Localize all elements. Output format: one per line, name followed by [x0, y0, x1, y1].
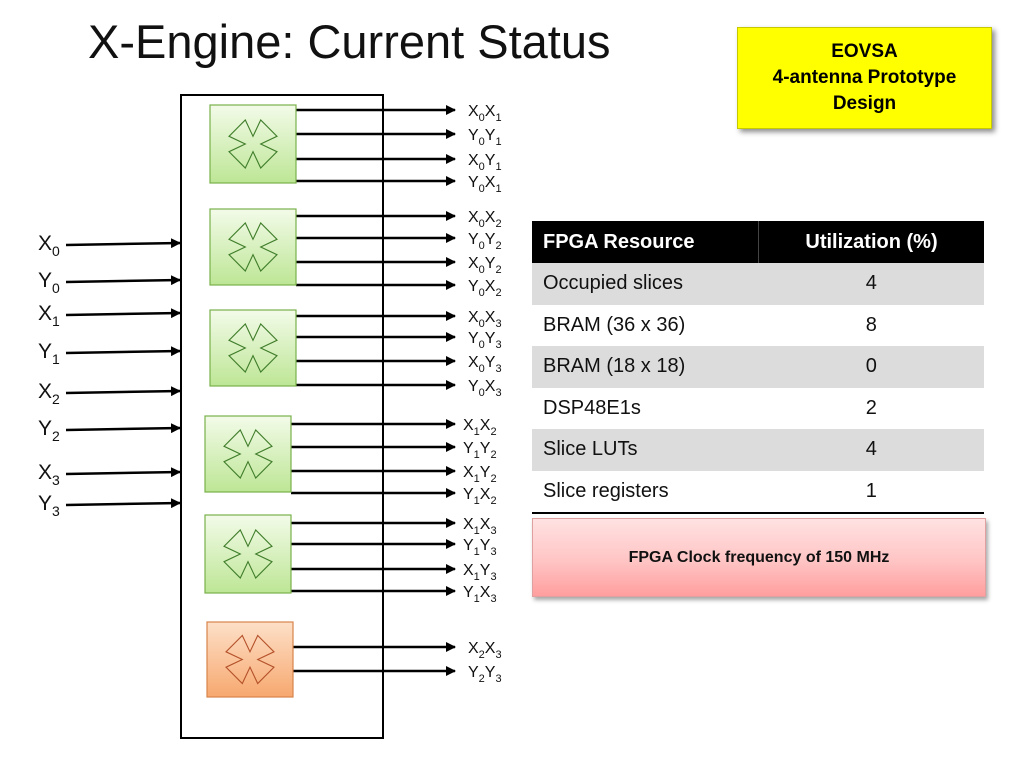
- multiply-icon: [223, 429, 273, 479]
- correlator-box: [209, 309, 297, 387]
- output-label: Y0Y2: [468, 231, 502, 252]
- correlator-block: [209, 309, 297, 387]
- badge-line: EOVSA: [831, 41, 898, 62]
- multiply-icon: [228, 323, 278, 373]
- input-label: Y1: [38, 340, 60, 367]
- input-arrow: [65, 308, 181, 319]
- resource-cell: Slice LUTs: [532, 429, 759, 471]
- output-label: X1X2: [463, 417, 497, 438]
- utilization-cell: 2: [758, 387, 984, 429]
- input-arrow: [65, 467, 181, 478]
- resource-cell: DSP48E1s: [532, 387, 759, 429]
- correlator-box: [209, 104, 297, 184]
- table-row: DSP48E1s 2: [532, 387, 984, 429]
- output-label: X1Y2: [463, 464, 497, 485]
- input-label: Y3: [38, 492, 60, 519]
- badge-line: Design: [832, 93, 897, 114]
- input-arrow: [65, 346, 181, 357]
- correlator-block: [206, 621, 294, 698]
- clock-frequency-note: FPGA Clock frequency of 150 MHz: [532, 518, 986, 597]
- fpga-resource-table: FPGA Resource Utilization (%) Occupied s…: [532, 221, 984, 514]
- input-label: X1: [38, 302, 60, 329]
- output-label: Y1X2: [463, 486, 497, 507]
- utilization-cell: 4: [758, 263, 984, 305]
- correlator-block: [204, 514, 292, 594]
- input-label: Y0: [38, 269, 60, 296]
- resource-cell: Occupied slices: [532, 263, 759, 305]
- badge-line: 4-antenna Prototype: [772, 67, 957, 88]
- multiply-icon: [225, 634, 275, 685]
- input-arrow: [65, 423, 181, 434]
- output-label: X1Y3: [463, 562, 497, 583]
- output-label: Y0X2: [468, 278, 502, 299]
- table-row: Occupied slices 4: [532, 263, 984, 305]
- resource-cell: Slice registers: [532, 470, 759, 513]
- slide-title: X-Engine: Current Status: [88, 15, 611, 68]
- multiply-icon: [228, 119, 278, 169]
- correlator-box: [204, 514, 292, 594]
- resource-cell: BRAM (36 x 36): [532, 304, 759, 346]
- table-row: BRAM (36 x 36) 8: [532, 304, 984, 346]
- output-label: Y2Y3: [468, 664, 502, 685]
- input-arrow: [65, 498, 181, 509]
- output-label: X0Y1: [468, 152, 502, 173]
- output-label: Y0Y3: [468, 330, 502, 351]
- x-engine-frame: [180, 94, 384, 739]
- output-label: Y1X3: [463, 584, 497, 605]
- output-label: Y1Y3: [463, 537, 497, 558]
- column-header-resource: FPGA Resource: [532, 221, 759, 263]
- utilization-cell: 8: [758, 304, 984, 346]
- output-label: X0X2: [468, 209, 502, 230]
- output-label: Y0X3: [468, 378, 502, 399]
- multiply-icon: [228, 222, 278, 272]
- correlator-block: [209, 104, 297, 184]
- utilization-cell: 1: [758, 470, 984, 513]
- output-label: X0Y3: [468, 354, 502, 375]
- correlator-box: [204, 415, 292, 493]
- input-label: X0: [38, 232, 60, 259]
- correlator-box: [209, 208, 297, 286]
- input-label: Y2: [38, 417, 60, 444]
- output-label: X0X1: [468, 103, 502, 124]
- output-label: Y1Y2: [463, 440, 497, 461]
- input-arrow: [65, 275, 181, 286]
- column-header-utilization: Utilization (%): [758, 221, 984, 263]
- table-row: BRAM (18 x 18) 0: [532, 346, 984, 388]
- resource-cell: BRAM (18 x 18): [532, 346, 759, 388]
- output-label: X0Y2: [468, 255, 502, 276]
- design-badge: EOVSA 4-antenna Prototype Design: [737, 27, 992, 129]
- correlator-block: [204, 415, 292, 493]
- table-row: Slice registers 1: [532, 470, 984, 513]
- input-arrow: [65, 238, 181, 249]
- multiply-icon: [223, 529, 273, 579]
- output-label: Y0X1: [468, 174, 502, 195]
- correlator-box: [206, 621, 294, 698]
- utilization-cell: 0: [758, 346, 984, 388]
- correlator-block: [209, 208, 297, 286]
- output-label: X2X3: [468, 640, 502, 661]
- table-row: Slice LUTs 4: [532, 429, 984, 471]
- utilization-cell: 4: [758, 429, 984, 471]
- output-label: Y0Y1: [468, 127, 502, 148]
- output-label: X1X3: [463, 516, 497, 537]
- input-label: X2: [38, 380, 60, 407]
- input-arrow: [65, 386, 181, 397]
- input-label: X3: [38, 461, 60, 488]
- table-header-row: FPGA Resource Utilization (%): [532, 221, 984, 263]
- output-label: X0X3: [468, 309, 502, 330]
